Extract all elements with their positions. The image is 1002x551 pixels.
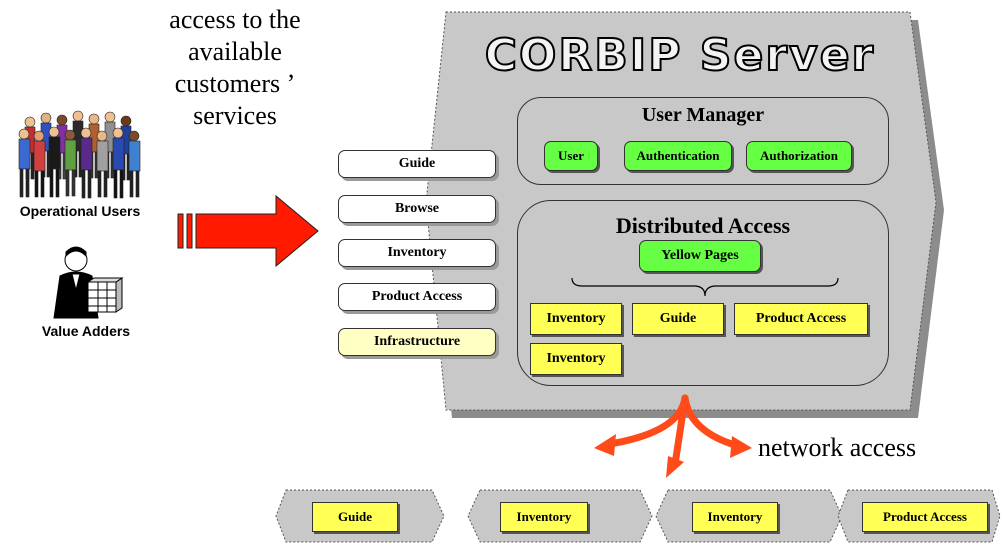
da-guide[interactable]: Guide <box>632 303 724 335</box>
operational-users-icon <box>18 110 141 199</box>
caption-line-1: access to the <box>169 5 301 34</box>
caption-line-4: services <box>193 101 277 130</box>
service-inventory-button[interactable]: Inventory <box>338 239 496 267</box>
yellow-pages-button[interactable]: Yellow Pages <box>639 240 761 272</box>
caption-line-3: customers ’ <box>174 69 296 98</box>
node-product-access[interactable]: Product Access <box>862 502 988 532</box>
caption: access to the available customers ’ serv… <box>150 4 320 132</box>
server-title: CORBIP Server <box>484 29 876 82</box>
user-button[interactable]: User <box>544 141 598 171</box>
access-arrow-icon <box>177 194 319 268</box>
brace-icon <box>571 277 839 297</box>
service-product-access-button[interactable]: Product Access <box>338 283 496 311</box>
network-arrows-icon <box>594 394 752 478</box>
service-guide-button[interactable]: Guide <box>338 150 496 178</box>
da-inventory-2[interactable]: Inventory <box>530 343 622 375</box>
node-inventory-1[interactable]: Inventory <box>500 502 588 532</box>
node-guide[interactable]: Guide <box>312 502 398 532</box>
caption-line-2: available <box>188 37 282 66</box>
value-adders-icon <box>53 246 124 319</box>
network-access-label: network access <box>758 433 917 462</box>
service-infrastructure-button[interactable]: Infrastructure <box>338 328 496 356</box>
da-inventory-1[interactable]: Inventory <box>530 303 622 335</box>
authentication-button[interactable]: Authentication <box>624 141 732 171</box>
value-adders-label: Value Adders <box>41 323 131 339</box>
user-manager-title: User Manager <box>641 104 765 126</box>
operational-users-label: Operational Users <box>19 203 141 219</box>
node-inventory-2[interactable]: Inventory <box>692 502 778 532</box>
service-browse-button[interactable]: Browse <box>338 195 496 223</box>
distributed-access-title: Distributed Access <box>615 213 791 238</box>
da-product-access[interactable]: Product Access <box>734 303 868 335</box>
authorization-button[interactable]: Authorization <box>746 141 852 171</box>
